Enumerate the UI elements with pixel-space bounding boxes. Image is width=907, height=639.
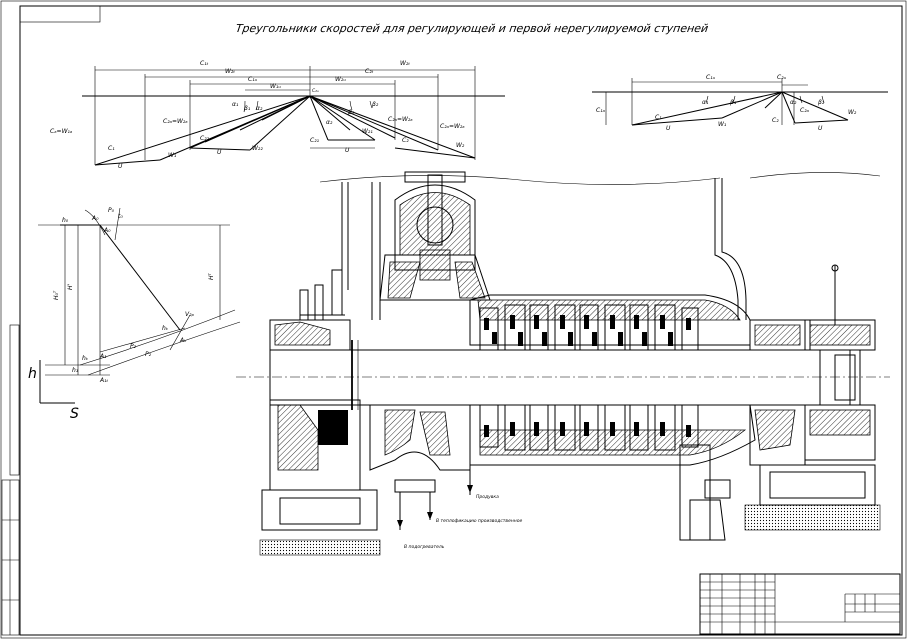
label-r-c2u: C₂ᵤ: [777, 74, 787, 81]
label-c11: C₁: [108, 145, 115, 152]
label-r-u: U: [666, 125, 671, 132]
label-r-c1a: C₁ₐ: [596, 107, 606, 114]
label-a0: A₀: [91, 215, 99, 222]
label-p2: P₂: [130, 343, 137, 350]
label-beta22: β₂: [372, 101, 379, 108]
label-ca-w2a: C₂ₐ=W₂ₐ: [440, 123, 465, 130]
label-w12: W₂₂: [252, 145, 263, 152]
label-r-w1: W₁: [718, 121, 727, 128]
label-beta2: β₂: [348, 109, 355, 116]
note-to-process: В теплофикацию производственное: [436, 518, 522, 524]
axis-s-label: S: [70, 406, 79, 422]
label-r-beta2: β₂: [818, 99, 825, 106]
label-vz: V₂ₚ: [185, 311, 195, 318]
label-u1: U: [118, 163, 123, 170]
label-w11: W₁: [168, 152, 177, 159]
label-cz2-w2z2: C₂ₐ=W₂ₐ: [388, 116, 413, 123]
hs-diagram: h₀ A₀ P₀ t₀ A₀ H₀ᵀ H' Hᵀ hₖ h₁ A₁ₜ A₁ P₂…: [28, 207, 241, 422]
label-a2: Aₖ: [179, 337, 187, 344]
label-pz: P₂: [145, 351, 152, 358]
label-h0: h₀: [62, 217, 69, 224]
axis-h-label: h: [28, 366, 37, 382]
blade-rows-lower: [479, 404, 699, 451]
label-h-opt: H₀ᵀ: [53, 290, 60, 300]
label-r-alpha1: α₁: [702, 99, 709, 106]
label-c22: C₂: [402, 137, 409, 144]
label-c1t: C₁ₜ: [200, 60, 209, 67]
label-alpha2: α₂: [326, 119, 333, 126]
label-w1t: W₂ₜ: [225, 68, 235, 75]
label-h1: h₁: [72, 367, 79, 374]
label-r-c2: C₂: [772, 117, 779, 124]
velocity-triangles-first-stage: C₁ᵤ C₂ᵤ C₁ₐ C₂ₐ C₁ W₁ U C₂ W₂ U α₁ β₁ α₂…: [592, 74, 888, 132]
label-c21: C₂₁: [310, 137, 320, 144]
label-alpha12: α₂: [256, 105, 263, 112]
label-r-c1u: C₁ᵤ: [706, 74, 716, 81]
label-p0: P₀: [108, 207, 115, 214]
label-w2t: W₂ₜ: [400, 60, 410, 67]
label-a0-prime: A₀: [103, 227, 111, 234]
label-r-w2: W₂: [848, 109, 857, 116]
label-r-c1: C₁: [655, 114, 662, 121]
drawing-title: Треугольники скоростей для регулирующей …: [235, 22, 709, 35]
label-hk: hₖ: [82, 355, 89, 362]
label-r-beta1: β₁: [730, 99, 737, 106]
label-w2u: W₂ᵤ: [335, 76, 346, 83]
label-t0: t₀: [118, 213, 123, 220]
label-r-c2a: C₂ₐ: [800, 107, 810, 114]
label-w22: W₂: [456, 142, 465, 149]
label-c12: C₂₂: [200, 135, 210, 142]
label-u21: U: [345, 147, 350, 154]
blade-rows-upper: [479, 304, 699, 351]
label-w21: W₂₁: [362, 128, 373, 135]
label-cz-w2z: C₂ₐ=W₂ₐ: [163, 118, 188, 125]
label-ca-w1a: Cₐ=W₁ₐ: [50, 128, 73, 135]
label-alpha1: α₁: [232, 101, 239, 108]
label-h-t: Hᵀ: [208, 272, 215, 280]
label-w1u: W₁ᵤ: [270, 83, 281, 90]
note-to-heater: В подогреватель: [404, 544, 445, 550]
label-h-full: H': [67, 283, 74, 290]
label-beta1: β₁: [244, 105, 251, 112]
label-c1u: C₁ᵤ: [248, 76, 258, 83]
label-c2u: C₂ᵤ: [312, 88, 319, 94]
label-a1t: A₁ₜ: [99, 377, 109, 384]
turbine-longitudinal-section: В теплофикацию производственное В подогр…: [236, 171, 890, 556]
note-drain: Продувка: [476, 494, 499, 500]
label-u12: U: [217, 149, 222, 156]
label-a1: A₁: [99, 353, 107, 360]
label-r-u2: U: [818, 125, 823, 132]
label-c2t: C₂ₜ: [365, 68, 374, 75]
title-block: [699, 573, 901, 635]
velocity-triangles-regulating-stage: C₁ₜ W₂ₜ W₂ₜ C₂ₜ C₁ᵤ W₂ᵤ W₁ᵤ C₂ᵤ Cₐ=W₁ₐ C…: [50, 60, 505, 170]
label-hk2: hₖ: [162, 325, 169, 332]
label-r-alpha2: α₂: [790, 99, 797, 106]
